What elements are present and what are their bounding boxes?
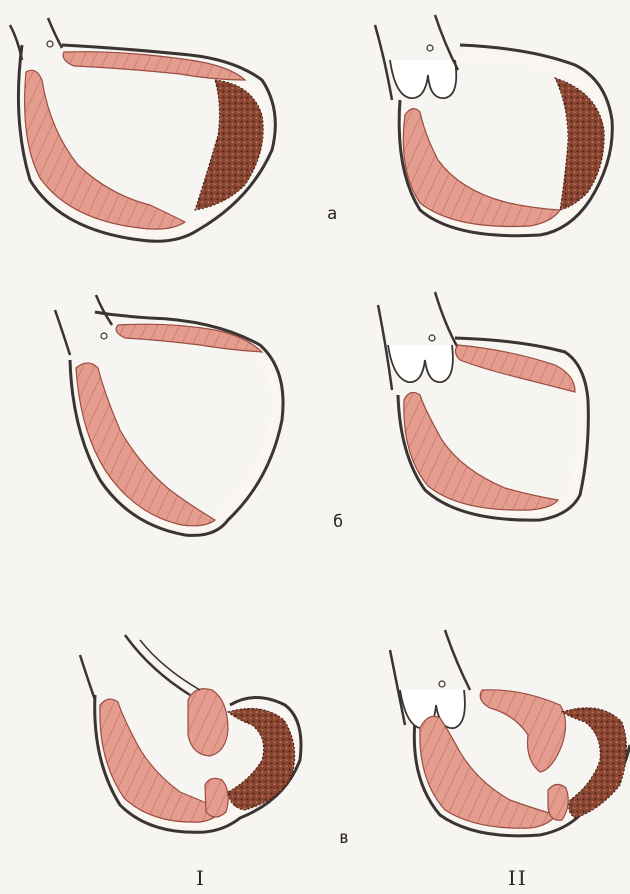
heart-row-c-col-1 [80,635,301,832]
heart-row-b-col-2 [378,292,588,520]
heart-row-a-col-2 [375,15,612,236]
row-label-a: а [327,206,337,223]
row-label-c: в [339,830,349,847]
heart-row-b-col-1 [55,295,283,535]
column-label-left: I [196,868,206,888]
heart-row-c-col-2 [390,630,630,836]
column-label-right: II [508,868,528,888]
heart-row-a-col-1 [10,18,275,241]
row-label-b: б [333,514,343,531]
